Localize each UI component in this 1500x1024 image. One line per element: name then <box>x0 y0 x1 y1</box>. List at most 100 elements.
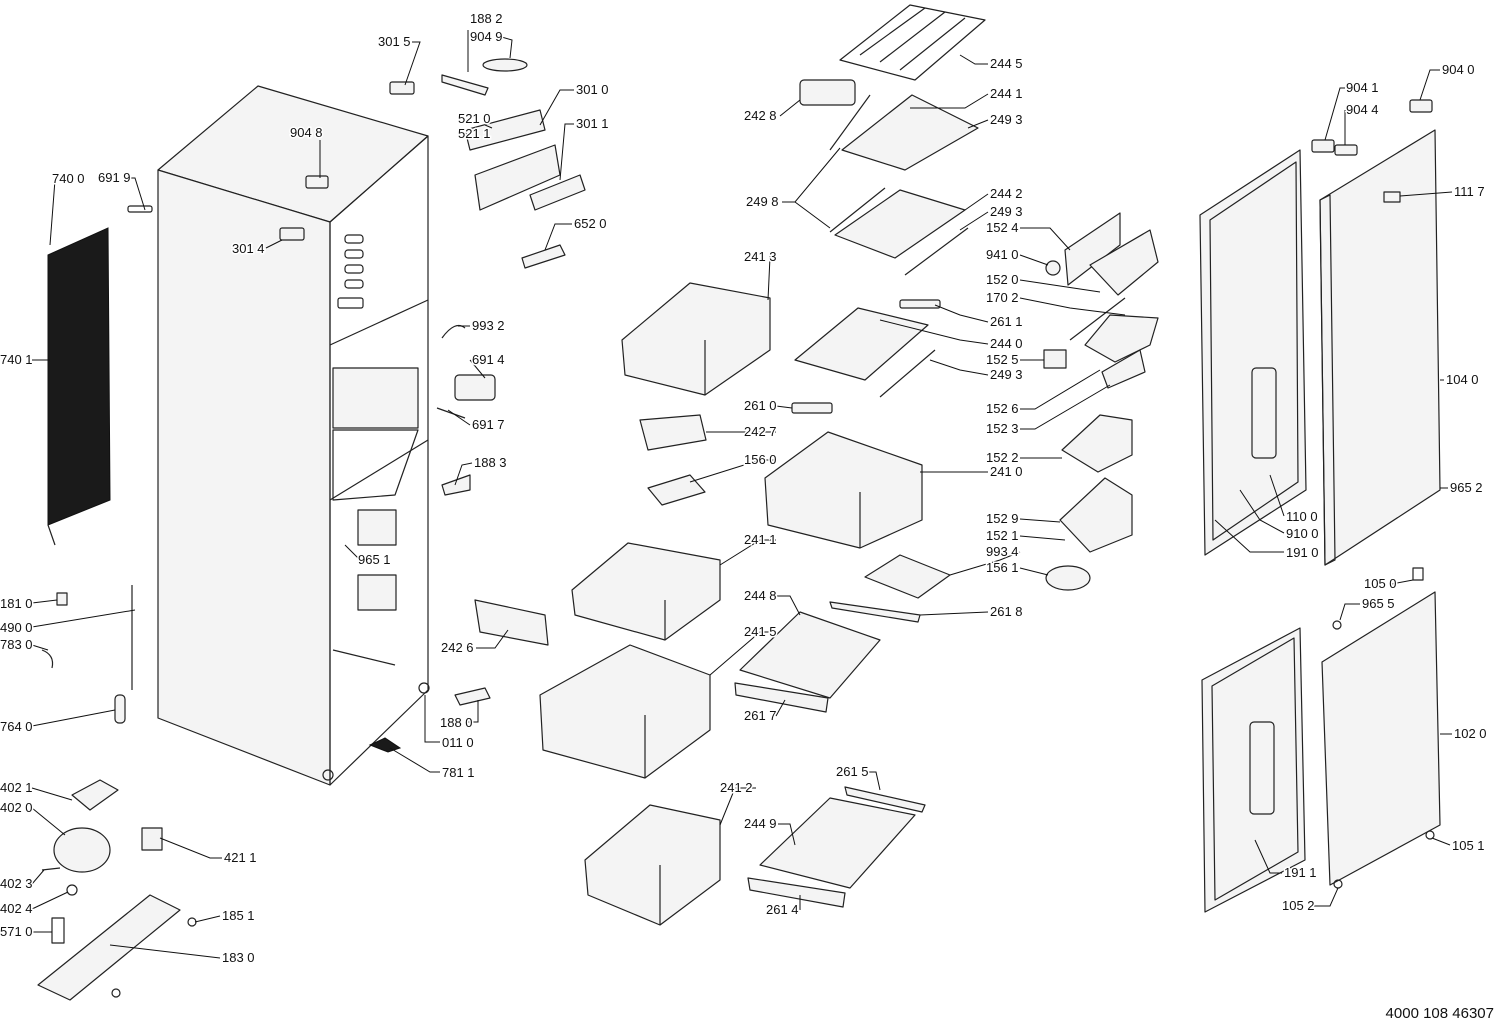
part-label: 241 3 <box>744 249 777 264</box>
part-label: 261 5 <box>836 764 869 779</box>
part-label: 249 3 <box>990 112 1023 127</box>
part-label: 261 7 <box>744 708 777 723</box>
part-label: 910 0 <box>1286 526 1319 541</box>
part-label: 152 1 <box>986 528 1019 543</box>
part-label: 244 8 <box>744 588 777 603</box>
part-label: 783 0 <box>0 637 33 652</box>
part-label: 691 7 <box>472 417 505 432</box>
part-label: 490 0 <box>0 620 33 635</box>
part-label: 244 0 <box>990 336 1023 351</box>
part-label: 691 9 <box>98 170 131 185</box>
part-label: 244 2 <box>990 186 1023 201</box>
door-bins <box>864 212 1159 599</box>
part-label: 571 0 <box>0 924 33 939</box>
document-number: 4000 108 46307 <box>1385 1005 1494 1022</box>
part-label: 156 0 <box>744 452 777 467</box>
part-label: 691 4 <box>472 352 505 367</box>
part-label: 904 9 <box>470 29 503 44</box>
leader-lines <box>31 30 1453 959</box>
part-label: 402 1 <box>0 780 33 795</box>
part-label: 191 1 <box>1284 865 1317 880</box>
part-label: 740 1 <box>0 352 33 367</box>
cabinet <box>157 85 430 786</box>
part-drawings <box>37 4 1441 1001</box>
part-label: 152 3 <box>986 421 1019 436</box>
part-label: 244 1 <box>990 86 1023 101</box>
part-label: 402 4 <box>0 901 33 916</box>
part-label: 301 0 <box>576 82 609 97</box>
part-label: 241 2 <box>720 780 753 795</box>
part-label: 421 1 <box>224 850 257 865</box>
part-label: 102 0 <box>1454 726 1487 741</box>
part-label: 152 6 <box>986 401 1019 416</box>
part-label: 188 2 <box>470 11 503 26</box>
part-label: 242 8 <box>744 108 777 123</box>
part-label: 152 2 <box>986 450 1019 465</box>
part-label: 156 1 <box>986 560 1019 575</box>
part-label: 904 8 <box>290 125 323 140</box>
part-label: 191 0 <box>1286 545 1319 560</box>
part-labels: 301 5 188 2 904 9 301 0 521 0 521 1 301 … <box>0 10 1488 967</box>
part-label: 261 1 <box>990 314 1023 329</box>
part-label: 242 7 <box>744 424 777 439</box>
part-label: 402 0 <box>0 800 33 815</box>
top-control-parts <box>279 58 586 269</box>
upper-door <box>1199 99 1441 566</box>
part-label: 301 4 <box>232 241 265 256</box>
part-label: 740 0 <box>52 171 85 186</box>
shelves-and-racks <box>734 4 986 908</box>
part-label: 105 0 <box>1364 576 1397 591</box>
part-label: 904 0 <box>1442 62 1475 77</box>
part-label: 904 4 <box>1346 102 1379 117</box>
part-label: 242 6 <box>441 640 474 655</box>
part-label: 152 5 <box>986 352 1019 367</box>
part-label: 188 3 <box>474 455 507 470</box>
part-label: 521 0 <box>458 111 491 126</box>
part-label: 152 9 <box>986 511 1019 526</box>
part-label: 941 0 <box>986 247 1019 262</box>
part-label: 249 3 <box>990 367 1023 382</box>
middle-small-parts <box>368 325 549 753</box>
part-label: 965 2 <box>1450 480 1483 495</box>
part-label: 181 0 <box>0 596 33 611</box>
part-label: 261 0 <box>744 398 777 413</box>
part-label: 241 1 <box>744 532 777 547</box>
part-label: 301 5 <box>378 34 411 49</box>
part-label: 104 0 <box>1446 372 1479 387</box>
part-label: 965 5 <box>1362 596 1395 611</box>
part-label: 249 8 <box>746 194 779 209</box>
part-label: 241 5 <box>744 624 777 639</box>
part-label: 521 1 <box>458 126 491 141</box>
condenser <box>47 227 111 546</box>
part-label: 170 2 <box>986 290 1019 305</box>
lower-door <box>1201 567 1441 913</box>
part-label: 402 3 <box>0 876 33 891</box>
part-label: 249 3 <box>990 204 1023 219</box>
part-label: 152 0 <box>986 272 1019 287</box>
part-label: 011 0 <box>442 735 474 750</box>
part-label: 183 0 <box>222 950 255 965</box>
part-label: 301 1 <box>576 116 609 131</box>
part-label: 261 8 <box>990 604 1023 619</box>
part-label: 105 1 <box>1452 838 1485 853</box>
part-label: 261 4 <box>766 902 799 917</box>
part-label: 993 2 <box>472 318 505 333</box>
drawers <box>539 282 923 926</box>
left-small-parts <box>37 205 197 1001</box>
part-label: 244 9 <box>744 816 777 831</box>
part-label: 110 0 <box>1286 509 1318 524</box>
part-label: 652 0 <box>574 216 607 231</box>
part-label: 152 4 <box>986 220 1019 235</box>
part-label: 111 7 <box>1454 184 1485 199</box>
part-label: 904 1 <box>1346 80 1379 95</box>
part-label: 241 0 <box>990 464 1023 479</box>
part-label: 965 1 <box>358 552 391 567</box>
part-label: 185 1 <box>222 908 255 923</box>
part-label: 764 0 <box>0 719 33 734</box>
part-label: 244 5 <box>990 56 1023 71</box>
part-label: 188 0 <box>440 715 473 730</box>
part-label: 105 2 <box>1282 898 1315 913</box>
part-label: 781 1 <box>442 765 475 780</box>
part-label: 993 4 <box>986 544 1019 559</box>
